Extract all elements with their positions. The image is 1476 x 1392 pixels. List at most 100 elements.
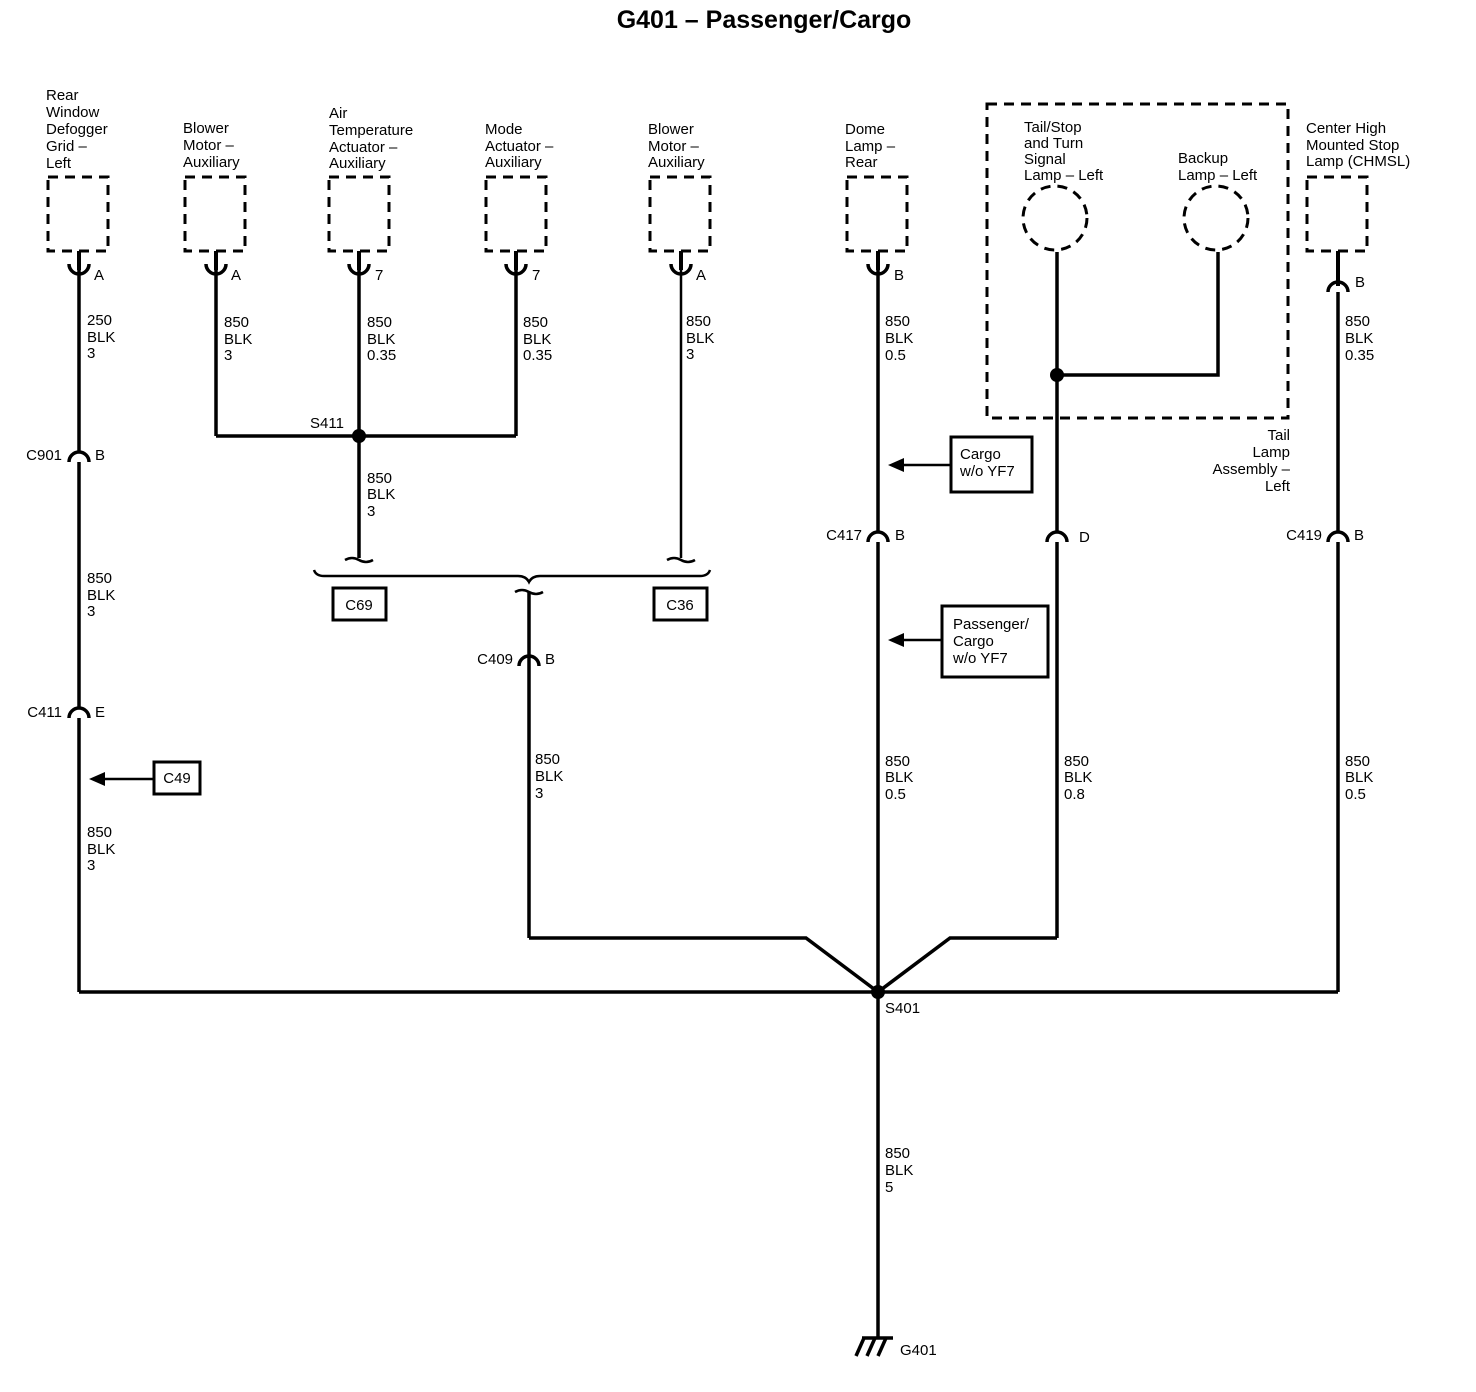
svg-text:Backup: Backup bbox=[1178, 150, 1228, 167]
svg-text:3: 3 bbox=[535, 785, 543, 802]
svg-text:BLK: BLK bbox=[87, 841, 115, 858]
svg-text:Air: Air bbox=[329, 105, 347, 122]
ref-cargo[interactable]: Cargo w/o YF7 bbox=[949, 435, 1034, 494]
svg-text:BLK: BLK bbox=[535, 768, 563, 785]
svg-text:250: 250 bbox=[87, 312, 112, 329]
svg-text:A: A bbox=[94, 267, 104, 284]
svg-text:Defogger: Defogger bbox=[46, 121, 108, 138]
splice-tail-dot bbox=[1050, 368, 1064, 382]
pin-labels: A A 7 7 A B B B E B B D B bbox=[94, 267, 1365, 721]
ref-passenger-cargo[interactable]: Passenger/ Cargo w/o YF7 bbox=[940, 604, 1050, 679]
splice-s411-label: S411 bbox=[310, 415, 344, 432]
connector-c411-icon bbox=[67, 706, 91, 719]
connector-labels: C901 C411 C409 C417 C419 bbox=[26, 447, 1322, 721]
svg-text:850: 850 bbox=[87, 570, 112, 587]
connector-c901-icon bbox=[67, 450, 91, 463]
svg-text:Rear: Rear bbox=[46, 87, 79, 104]
svg-text:0.8: 0.8 bbox=[1064, 786, 1085, 803]
svg-text:Passenger/: Passenger/ bbox=[953, 616, 1030, 633]
svg-text:BLK: BLK bbox=[224, 331, 252, 348]
svg-text:3: 3 bbox=[686, 346, 694, 363]
ref-c49[interactable]: C49 bbox=[152, 760, 202, 796]
label-backup-lamp: Backup Lamp – Left bbox=[1178, 150, 1258, 184]
svg-text:Motor –: Motor – bbox=[648, 138, 700, 155]
label-blower-motor-aux-1: Blower Motor – Auxiliary bbox=[183, 120, 240, 171]
svg-text:850: 850 bbox=[885, 313, 910, 330]
svg-text:B: B bbox=[1355, 274, 1365, 291]
svg-text:Lamp –: Lamp – bbox=[845, 138, 896, 155]
svg-text:Mounted Stop: Mounted Stop bbox=[1306, 137, 1399, 154]
ref-c69-label: C69 bbox=[345, 597, 373, 614]
svg-text:Cargo: Cargo bbox=[953, 633, 994, 650]
svg-text:w/o YF7: w/o YF7 bbox=[952, 650, 1008, 667]
diagram-title: G401 – Passenger/Cargo bbox=[617, 6, 912, 34]
component-box-air-temp-actuator bbox=[327, 175, 391, 253]
label-tail-stop-lamp: Tail/Stop and Turn Signal Lamp – Left bbox=[1024, 119, 1104, 184]
svg-text:3: 3 bbox=[87, 603, 95, 620]
svg-text:0.5: 0.5 bbox=[885, 786, 906, 803]
svg-text:Dome: Dome bbox=[845, 121, 885, 138]
svg-text:Window: Window bbox=[46, 104, 100, 121]
label-chmsl: Center High Mounted Stop Lamp (CHMSL) bbox=[1306, 120, 1410, 170]
svg-text:850: 850 bbox=[686, 313, 711, 330]
svg-text:Left: Left bbox=[1265, 478, 1291, 495]
svg-text:BLK: BLK bbox=[367, 331, 395, 348]
svg-text:Lamp – Left: Lamp – Left bbox=[1024, 167, 1104, 184]
label-tail-lamp-assembly: Tail Lamp Assembly – Left bbox=[1212, 427, 1290, 495]
svg-text:850: 850 bbox=[535, 751, 560, 768]
svg-text:Temperature: Temperature bbox=[329, 122, 413, 139]
ref-c49-label: C49 bbox=[163, 770, 191, 787]
svg-text:C419: C419 bbox=[1286, 527, 1322, 544]
splice-s401-dot bbox=[871, 985, 885, 999]
svg-text:w/o YF7: w/o YF7 bbox=[959, 463, 1015, 480]
label-blower-motor-aux-2: Blower Motor – Auxiliary bbox=[648, 121, 705, 171]
svg-text:7: 7 bbox=[375, 267, 383, 284]
svg-text:Center High: Center High bbox=[1306, 120, 1386, 137]
svg-text:3: 3 bbox=[367, 503, 375, 520]
ground-label: G401 bbox=[900, 1342, 937, 1359]
svg-text:Lamp (CHMSL): Lamp (CHMSL) bbox=[1306, 153, 1410, 170]
connector-c417-icon bbox=[866, 530, 890, 543]
svg-text:Grid –: Grid – bbox=[46, 138, 88, 155]
component-box-rear-defogger bbox=[46, 175, 110, 253]
svg-text:C417: C417 bbox=[826, 527, 862, 544]
svg-text:C901: C901 bbox=[26, 447, 62, 464]
ground-icon bbox=[854, 1336, 893, 1357]
svg-text:BLK: BLK bbox=[1064, 769, 1092, 786]
ref-c36[interactable]: C36 bbox=[652, 586, 709, 622]
ref-c36-label: C36 bbox=[666, 597, 694, 614]
svg-text:Actuator –: Actuator – bbox=[485, 138, 554, 155]
svg-text:850: 850 bbox=[885, 1145, 910, 1162]
svg-text:BLK: BLK bbox=[523, 331, 551, 348]
label-dome-lamp: Dome Lamp – Rear bbox=[845, 121, 896, 171]
connector-break-symbols bbox=[312, 556, 712, 666]
svg-text:850: 850 bbox=[1345, 313, 1370, 330]
svg-text:Auxiliary: Auxiliary bbox=[329, 155, 386, 172]
svg-text:Blower: Blower bbox=[183, 120, 229, 137]
svg-text:850: 850 bbox=[367, 314, 392, 331]
svg-text:Auxiliary: Auxiliary bbox=[648, 154, 705, 171]
svg-text:Signal: Signal bbox=[1024, 151, 1066, 168]
svg-text:0.5: 0.5 bbox=[885, 347, 906, 364]
svg-text:7: 7 bbox=[532, 267, 540, 284]
svg-text:Cargo: Cargo bbox=[960, 446, 1001, 463]
tail-lamp-assembly-box bbox=[985, 102, 1290, 420]
component-box-chmsl bbox=[1305, 175, 1369, 253]
svg-text:Auxiliary: Auxiliary bbox=[485, 154, 542, 171]
splice-s411-dot bbox=[352, 429, 366, 443]
svg-text:C409: C409 bbox=[477, 651, 513, 668]
svg-text:BLK: BLK bbox=[885, 769, 913, 786]
ref-c69[interactable]: C69 bbox=[331, 586, 388, 622]
svg-text:850: 850 bbox=[87, 824, 112, 841]
tail-stop-lamp-bulb-icon bbox=[1021, 184, 1089, 252]
svg-text:0.35: 0.35 bbox=[367, 347, 396, 364]
component-box-blower-motor-2 bbox=[648, 175, 712, 253]
svg-text:B: B bbox=[895, 527, 905, 544]
component-box-mode-actuator bbox=[484, 175, 548, 253]
svg-text:B: B bbox=[95, 447, 105, 464]
reference-arrows bbox=[89, 458, 951, 786]
component-box-blower-motor-1 bbox=[183, 175, 247, 253]
svg-text:Mode: Mode bbox=[485, 121, 523, 138]
svg-text:Assembly –: Assembly – bbox=[1212, 461, 1290, 478]
